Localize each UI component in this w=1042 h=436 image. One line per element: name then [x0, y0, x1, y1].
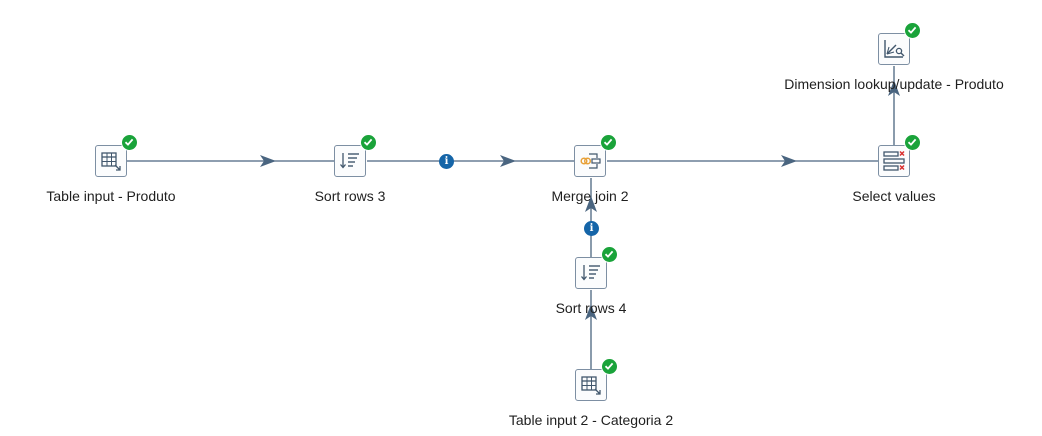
step-label: Sort rows 3	[314, 188, 386, 204]
step-dimension-lookup-produto[interactable]	[878, 22, 921, 65]
step-label: Dimension lookup/update - Produto	[784, 76, 1004, 92]
hop-table-input-2-to-sort-rows-4[interactable]	[585, 290, 597, 369]
step-label: Merge join 2	[551, 188, 629, 204]
table-input-icon	[101, 152, 121, 171]
hop-sort-rows-4-to-merge-join[interactable]	[585, 178, 597, 257]
dimension-lookup-icon	[884, 40, 905, 58]
step-label: Sort rows 4	[555, 300, 627, 316]
hop-sort-rows-3-to-merge-join[interactable]	[367, 155, 574, 167]
table-input-icon	[581, 376, 601, 395]
sort-rows-icon	[340, 153, 359, 169]
step-table-input-2-categoria-2[interactable]	[575, 358, 618, 401]
ok-check-icon	[904, 22, 921, 39]
ok-check-icon	[360, 134, 377, 151]
hop-info-icon[interactable]: i	[584, 221, 599, 236]
step-select-values[interactable]	[878, 134, 921, 177]
ok-check-icon	[904, 134, 921, 151]
sort-rows-icon	[581, 265, 600, 281]
hop-merge-join-to-select-values[interactable]	[607, 155, 878, 167]
step-sort-rows-3[interactable]	[334, 134, 377, 177]
ok-check-icon	[601, 246, 618, 263]
hop-info-icon[interactable]: i	[439, 154, 454, 169]
step-label: Table input - Produto	[46, 188, 176, 204]
ok-check-icon	[601, 358, 618, 375]
ok-check-icon	[121, 134, 138, 151]
step-label: Table input 2 - Categoria 2	[508, 412, 674, 428]
step-merge-join-2[interactable]	[574, 134, 617, 177]
step-label: Select values	[852, 188, 936, 204]
hop-select-values-to-dimension-lookup[interactable]	[888, 66, 900, 145]
ok-check-icon	[600, 134, 617, 151]
step-sort-rows-4[interactable]	[575, 246, 618, 289]
merge-join-icon	[580, 153, 601, 169]
select-values-icon	[883, 150, 905, 171]
step-table-input-produto[interactable]	[95, 134, 138, 177]
hop-table-input-to-sort-rows-3[interactable]	[127, 155, 334, 167]
